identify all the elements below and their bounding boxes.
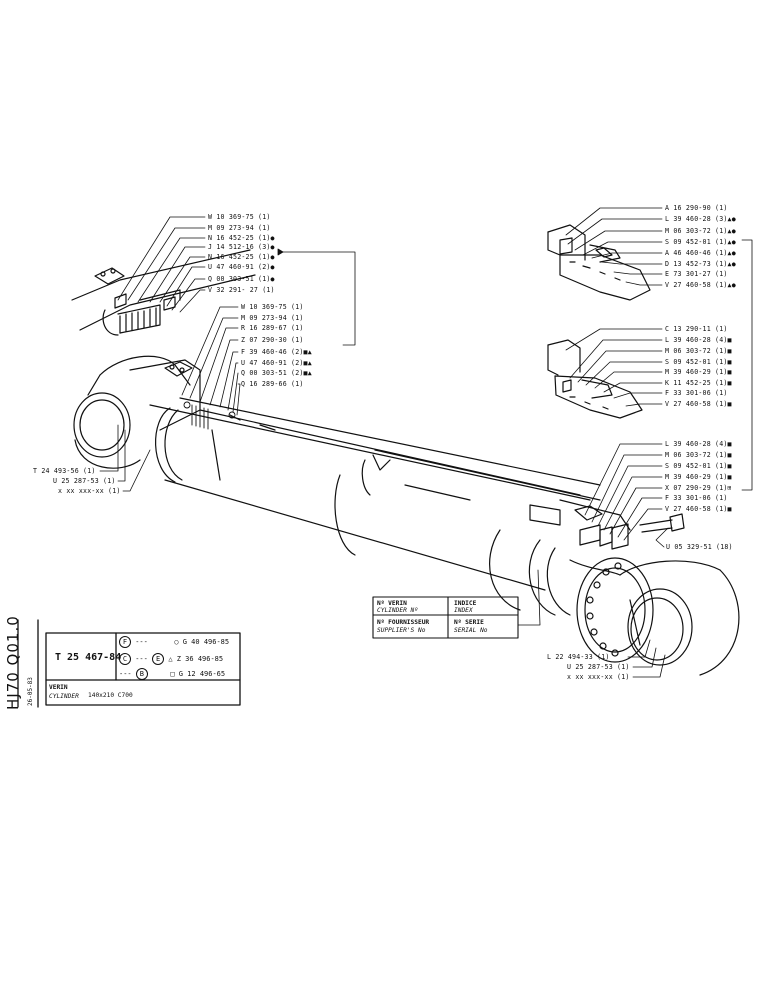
- callout-label: L 39 460-28 (4)■: [665, 440, 732, 448]
- part-number: T 25 467-84: [55, 652, 122, 663]
- callout-label: F 33 301-06 (1): [665, 494, 728, 502]
- name-fr: VERIN: [49, 684, 68, 691]
- callout-label: V 27 460-58 (1)■: [665, 400, 732, 408]
- callout-label-bolt: U 05 329-51 (18): [666, 543, 733, 551]
- callout-label: L 39 460-28 (3)▲●: [665, 215, 736, 223]
- plate-cylinder-no: CYLINDER Nº: [377, 607, 418, 614]
- plate-frame: [372, 596, 519, 639]
- callout-label: S 09 452-01 (1)▲●: [665, 238, 736, 246]
- callout-label: M 06 303-72 (1)▲●: [665, 227, 736, 235]
- callout-label: N 16 452-25 (1)●: [208, 253, 275, 261]
- leaders-mid-right: [565, 328, 663, 407]
- variant-symbol: □: [170, 670, 175, 678]
- callout-label: X 07 290-29 (1)⊞: [665, 484, 732, 492]
- plate-fournisseur-no: Nº FOURNISSEUR: [377, 619, 430, 626]
- callout-label: U 47 460-91 (2)●: [208, 263, 275, 271]
- sheet-date: 26-05-83: [27, 677, 34, 706]
- variant-extra-letter: E: [152, 653, 165, 665]
- plate-verin-no: Nº VERIN: [377, 600, 407, 607]
- callout-label: E 73 301-27 (1): [665, 270, 728, 278]
- leaders-low-right: [584, 443, 669, 548]
- callout-label: N 16 452-25 (1)●: [208, 234, 275, 242]
- variant-dots: ---: [135, 655, 148, 663]
- variant-letter: B: [135, 668, 148, 680]
- callout-label: S 09 452-01 (1)■: [665, 462, 732, 470]
- callout-label: T 24 493-56 (1): [33, 467, 96, 475]
- callout-label: U 25 287-53 (1): [567, 663, 630, 671]
- variant-row: F --- ○ G 40 496-85: [119, 636, 229, 648]
- plate-supplier-no: SUPPLIER'S No: [377, 627, 426, 634]
- callout-label: V 32 291- 27 (1): [208, 286, 275, 294]
- callout-label: M 09 273-94 (1): [241, 314, 304, 322]
- callout-label: A 46 460-46 (1)▲●: [665, 249, 736, 257]
- callout-label: U 25 287-53 (1): [53, 477, 116, 485]
- callout-label: x xx xxx-xx (1): [567, 673, 630, 681]
- sheet-code: HJ70 Q01.0: [4, 615, 22, 710]
- inset-head-mid-right: [547, 339, 643, 419]
- callout-label: J 14 512-16 (3)●: [208, 243, 275, 251]
- callout-label: Q 00 303-51 (2)■▲: [241, 369, 312, 377]
- callout-label: V 27 460-58 (1)▲●: [665, 281, 736, 289]
- callout-label: Z 07 290-30 (1): [241, 336, 304, 344]
- callout-label: L 39 460-28 (4)■: [665, 336, 732, 344]
- plate-index: INDEX: [454, 607, 473, 614]
- title-block-frame: [17, 619, 241, 708]
- variant-letter: F: [119, 636, 131, 648]
- plate-serial-no: SERIAL No: [454, 627, 488, 634]
- callout-label: M 06 303-72 (1)■: [665, 451, 732, 459]
- callout-label: U 47 460-91 (2)■▲: [241, 359, 312, 367]
- variant-letter: C: [119, 653, 131, 665]
- leaders-top-left: [117, 216, 356, 346]
- name-en: CYLINDER: [49, 693, 79, 700]
- callout-label: D 13 452-73 (1)▲●: [665, 260, 736, 268]
- variant-symbol: △: [168, 655, 173, 663]
- variant-ref: Z 36 496-85: [176, 655, 224, 663]
- leaders-ends: [99, 424, 666, 678]
- callout-label: Q 16 289-66 (1): [241, 380, 304, 388]
- callout-label: F 39 460-46 (2)■▲: [241, 348, 312, 356]
- callout-label: R 16 289-67 (1): [241, 324, 304, 332]
- callout-label: W 10 369-75 (1): [208, 213, 271, 221]
- variant-row: C --- E △ Z 36 496-85: [119, 653, 223, 665]
- callout-label: A 16 290-90 (1): [665, 204, 728, 212]
- variant-row: --- B □ G 12 496-65: [119, 668, 225, 680]
- callout-label: V 27 460-58 (1)■: [665, 505, 732, 513]
- callout-label: Q 00 303-51 (1)●: [208, 275, 275, 283]
- variant-symbol: ○: [174, 638, 179, 646]
- callout-label: L 22 494-33 (1): [547, 653, 610, 661]
- variant-dots: ---: [119, 670, 132, 678]
- callout-label: M 39 460-29 (1)■: [665, 368, 732, 376]
- variant-ref: G 40 496-85: [182, 638, 230, 646]
- callout-label: M 39 460-29 (1)■: [665, 473, 732, 481]
- leaders-mid-left: [181, 306, 241, 416]
- plate-indice: INDICE: [454, 600, 477, 607]
- variant-dots: ---: [135, 638, 148, 646]
- callout-label: x xx xxx-xx (1): [58, 487, 121, 495]
- flange-bolt-holes: [586, 562, 622, 657]
- callout-label: W 10 369-75 (1): [241, 303, 304, 311]
- callout-label: K 11 452-25 (1)■: [665, 379, 732, 387]
- callout-label: F 33 301-06 (1): [665, 389, 728, 397]
- callout-label: M 06 303-72 (1)■: [665, 347, 732, 355]
- gland-coil-left: [183, 401, 236, 430]
- leaders-top-right: [565, 207, 753, 491]
- cylinder-barrel: [73, 355, 740, 676]
- spec: 140x210 C700: [88, 692, 133, 699]
- inset-head-top-right: [547, 224, 651, 301]
- callout-label: C 13 290-11 (1): [665, 325, 728, 333]
- plate-serie-no: Nº SERIE: [454, 619, 484, 626]
- variant-ref: G 12 496-65: [178, 670, 226, 678]
- callout-label: M 09 273-94 (1): [208, 224, 271, 232]
- callout-label: S 09 452-01 (1)■: [665, 358, 732, 366]
